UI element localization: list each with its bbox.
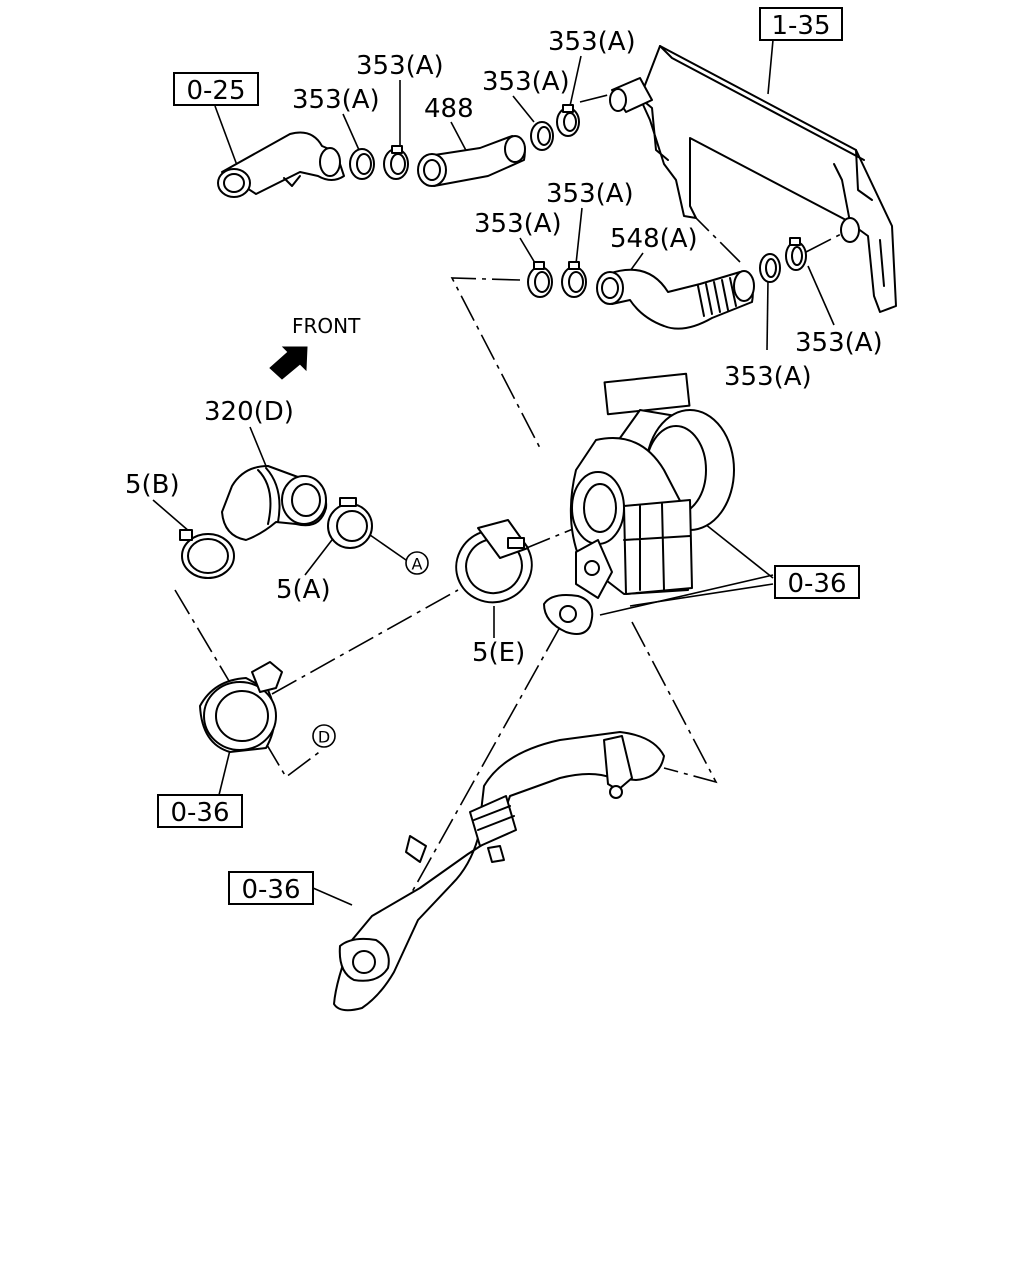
- part-label-320d[interactable]: 320(D): [204, 397, 294, 427]
- ref-label-0-36-left: 0-36: [170, 798, 229, 828]
- clamp-5b[interactable]: [179, 529, 235, 579]
- marker-d[interactable]: D: [312, 724, 336, 748]
- pipe-0-36-bottom[interactable]: [333, 731, 665, 1012]
- clamp-353a-8[interactable]: [759, 253, 781, 283]
- part-label-353a-3[interactable]: 353(A): [482, 67, 570, 97]
- ref-label-0-36-right: 0-36: [787, 569, 846, 599]
- ref-label-1-35: 1-35: [771, 11, 830, 41]
- marker-d-label: D: [318, 728, 330, 747]
- ref-label-0-25: 0-25: [186, 76, 245, 106]
- hose-548a[interactable]: [596, 268, 755, 330]
- part-label-548a[interactable]: 548(A): [610, 224, 698, 254]
- clamp-353a-4[interactable]: [556, 104, 580, 137]
- clamp-353a-1[interactable]: [349, 148, 375, 180]
- part-label-353a-2[interactable]: 353(A): [356, 51, 444, 81]
- front-label: FRONT: [292, 314, 361, 338]
- turbocharger-0-36[interactable]: [569, 372, 735, 599]
- ref-box-0-36-bottom[interactable]: 0-36: [228, 871, 314, 905]
- marker-a[interactable]: A: [405, 551, 429, 575]
- clamp-353a-3[interactable]: [530, 121, 554, 151]
- ref-box-0-36-right[interactable]: 0-36: [774, 565, 860, 599]
- part-label-5b[interactable]: 5(B): [125, 470, 180, 500]
- front-arrow-icon: [269, 346, 308, 380]
- leader-lines: [152, 39, 835, 906]
- clamp-353a-6[interactable]: [527, 261, 553, 298]
- pipe-0-36-left[interactable]: [199, 661, 283, 753]
- ref-box-1-35[interactable]: 1-35: [759, 7, 843, 41]
- part-label-488[interactable]: 488: [424, 94, 474, 124]
- part-label-353a-4[interactable]: 353(A): [548, 27, 636, 57]
- marker-a-label: A: [412, 555, 423, 574]
- elbow-320d[interactable]: [221, 465, 328, 541]
- part-label-353a-1[interactable]: 353(A): [292, 85, 380, 115]
- clamp-5a[interactable]: [327, 497, 373, 549]
- ref-box-0-25[interactable]: 0-25: [173, 72, 259, 106]
- part-label-353a-7[interactable]: 353(A): [795, 328, 883, 358]
- ref-box-0-36-left[interactable]: 0-36: [157, 794, 243, 828]
- clamp-353a-2[interactable]: [383, 145, 409, 180]
- hose-488[interactable]: [417, 135, 526, 187]
- clamp-353a-7[interactable]: [785, 237, 807, 271]
- part-label-353a-6[interactable]: 353(A): [474, 209, 562, 239]
- part-label-353a-8[interactable]: 353(A): [724, 362, 812, 392]
- pipe-0-25[interactable]: [217, 131, 345, 198]
- part-label-353a-5[interactable]: 353(A): [546, 179, 634, 209]
- clamp-353a-5[interactable]: [561, 261, 587, 298]
- ref-label-0-36-bottom: 0-36: [241, 875, 300, 905]
- part-label-5e[interactable]: 5(E): [472, 638, 525, 668]
- intercooler-1-35[interactable]: [609, 45, 897, 313]
- vband-clamp-5e[interactable]: [446, 519, 542, 613]
- part-label-5a[interactable]: 5(A): [276, 575, 331, 605]
- gasket[interactable]: [543, 594, 594, 635]
